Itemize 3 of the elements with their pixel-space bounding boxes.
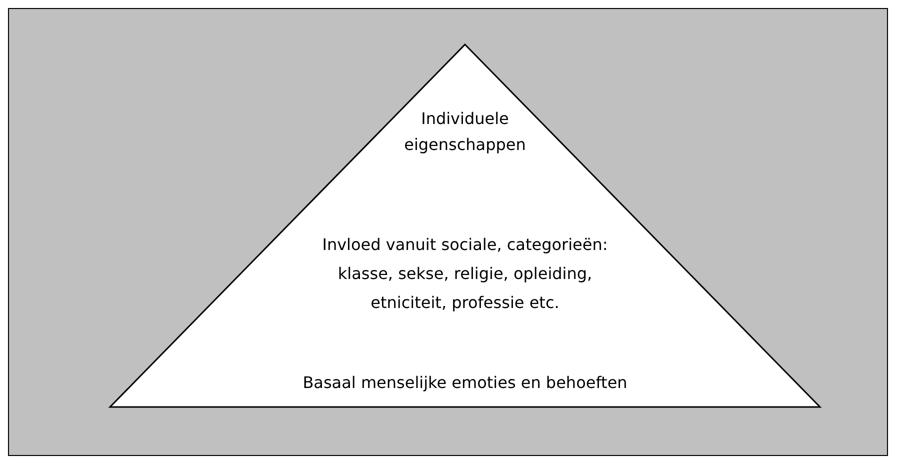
tier-label: Basaal menselijke emoties en behoeften: [302, 372, 628, 394]
tier-label: Invloed vanuit sociale, categorieën: klasse, sekse, religie, opleiding, etniciteit, professie etc.: [321, 234, 609, 314]
tier-label: Individuele eigenschappen: [403, 108, 527, 156]
